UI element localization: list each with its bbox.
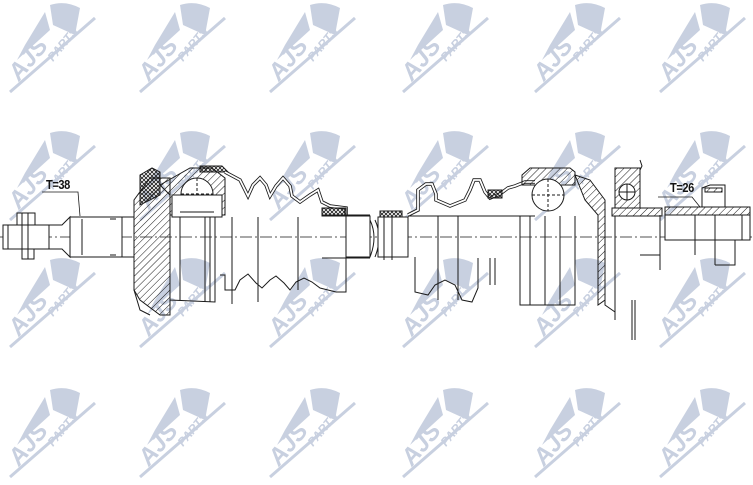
outer-cv-joint: [133, 165, 230, 316]
inner-cv-joint: [519, 167, 616, 313]
outer-boot: [220, 170, 348, 304]
main-shaft: [321, 207, 409, 260]
spline-count-left-label: T=38: [46, 177, 70, 192]
spline-count-right-label: T=26: [670, 180, 694, 195]
inner-boot: [407, 178, 535, 303]
right-stub-shaft: [640, 184, 751, 270]
right-bearing: [611, 159, 663, 340]
left-stub-shaft: [2, 212, 135, 260]
